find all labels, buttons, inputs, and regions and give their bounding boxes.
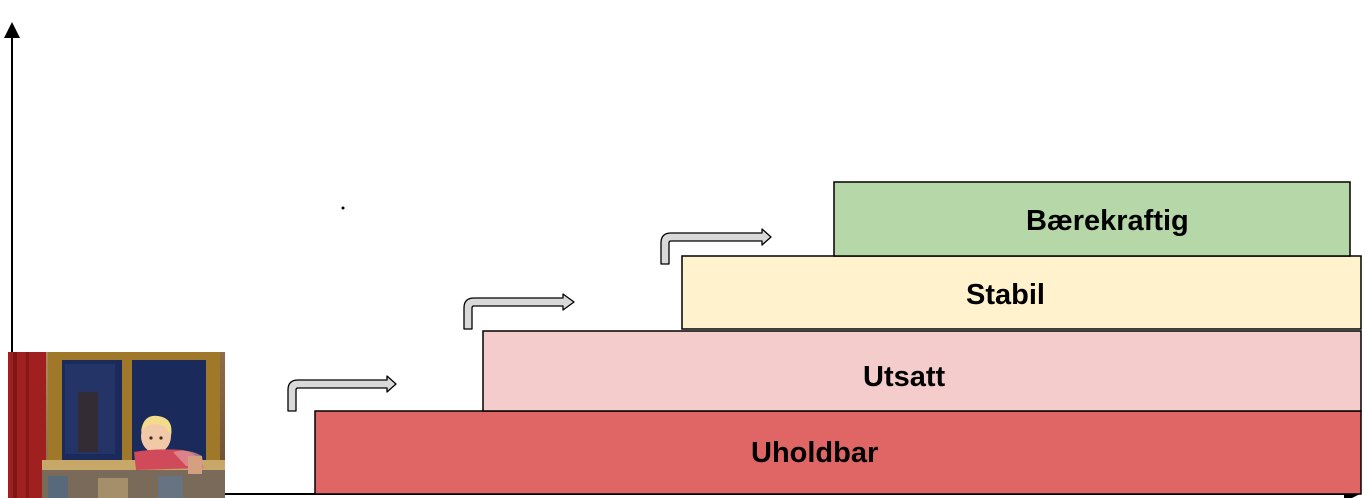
label-utsatt: Utsatt [863, 361, 946, 393]
step-utsatt [482, 330, 1362, 412]
bent-arrow-1 [287, 375, 397, 412]
label-stabil: Stabil [966, 279, 1045, 311]
step-stabil [681, 255, 1362, 330]
dot-mark [341, 206, 345, 210]
step-baerekraftig [833, 181, 1351, 257]
child-at-window-photo [8, 352, 225, 498]
step-uholdbar [314, 410, 1362, 495]
bent-arrow-3 [660, 228, 772, 265]
label-baerekraftig: Bærekraftig [1026, 205, 1189, 237]
bent-arrow-2 [463, 293, 575, 330]
label-uholdbar: Uholdbar [751, 437, 879, 469]
